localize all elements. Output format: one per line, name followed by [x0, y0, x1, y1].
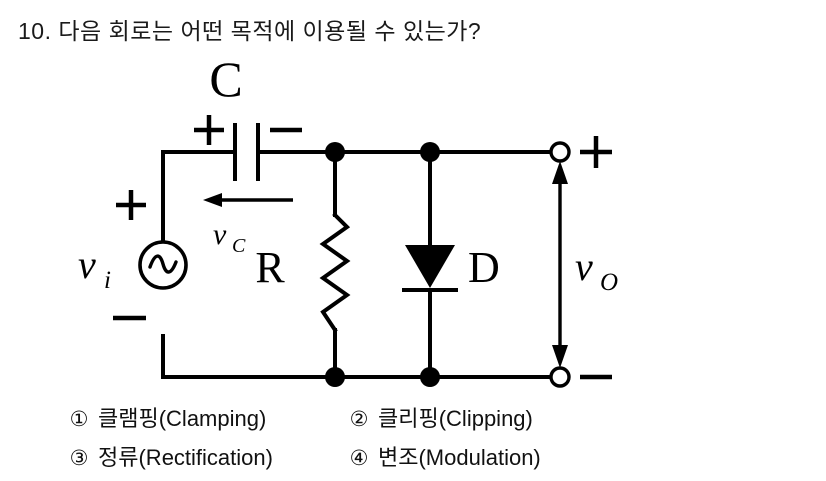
- option-1-number: ①: [69, 408, 89, 431]
- capacitor-label: C: [209, 51, 242, 107]
- option-3[interactable]: ③ 정류(Rectification): [66, 443, 273, 474]
- options-row-1: ① 클램핑(Clamping) ② 클리핑(Clipping): [0, 404, 826, 442]
- source-voltage-label: v: [78, 242, 96, 287]
- option-4[interactable]: ④ 변조(Modulation): [346, 443, 541, 474]
- output-terminal-positive: [549, 141, 571, 163]
- node-bottom-diode: [420, 367, 440, 387]
- node-top-diode: [420, 142, 440, 162]
- diode-label: D: [468, 243, 500, 292]
- option-2[interactable]: ② 클리핑(Clipping): [346, 404, 533, 435]
- sine-wave-icon: [148, 254, 178, 274]
- node-bottom-resistor: [325, 367, 345, 387]
- option-3-number: ③: [69, 447, 89, 470]
- option-1[interactable]: ① 클램핑(Clamping): [66, 404, 267, 435]
- node-top-resistor: [325, 142, 345, 162]
- option-3-label: 정류(Rectification): [98, 445, 273, 470]
- capacitor-plus-sign: [194, 115, 224, 145]
- option-2-label: 클리핑(Clipping): [378, 406, 533, 431]
- option-1-label: 클램핑(Clamping): [98, 406, 267, 431]
- option-2-number: ②: [349, 408, 369, 431]
- capacitor-voltage-arrow: [203, 193, 293, 207]
- capacitor-voltage-label: v: [213, 218, 227, 251]
- source-voltage-sub: i: [104, 267, 111, 294]
- options-row-2: ③ 정류(Rectification) ④ 변조(Modulation): [0, 443, 826, 481]
- question-text: 10. 다음 회로는 어떤 목적에 이용될 수 있는가?: [18, 18, 482, 44]
- output-voltage-label: v: [575, 244, 593, 289]
- circuit-diagram: C v C: [0, 48, 700, 398]
- output-plus-sign: [580, 136, 612, 168]
- option-4-label: 변조(Modulation): [378, 445, 541, 470]
- circuit-svg: C v C: [78, 51, 618, 388]
- resistor-icon: [319, 212, 351, 333]
- output-terminal-negative: [549, 366, 571, 388]
- output-voltage-arrow: [552, 161, 568, 368]
- capacitor-voltage-sub: C: [232, 235, 246, 257]
- output-voltage-sub: O: [600, 269, 618, 296]
- option-4-number: ④: [349, 447, 369, 470]
- diode-icon: [405, 245, 455, 288]
- source-plus-sign: [116, 190, 146, 220]
- resistor-label: R: [255, 243, 285, 292]
